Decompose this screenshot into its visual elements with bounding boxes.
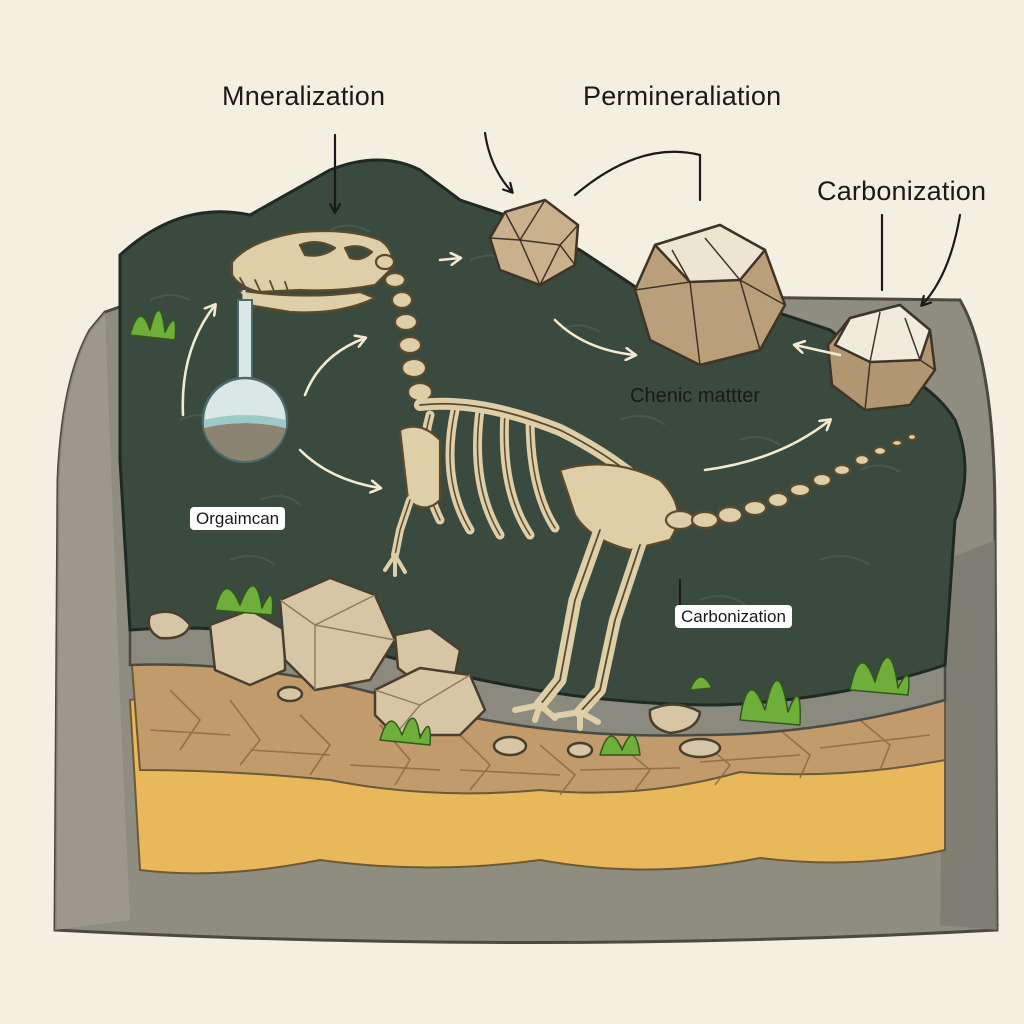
process-arrows bbox=[181, 258, 842, 488]
label-mineralization: Mneralization bbox=[222, 81, 386, 111]
rock-icon-right bbox=[826, 303, 937, 412]
matrix-texture bbox=[149, 224, 901, 606]
label-organic: Orgaimcan bbox=[190, 507, 286, 530]
label-permineralization: Permineraliation bbox=[583, 81, 782, 111]
rock-front-face bbox=[55, 312, 130, 930]
ground-rocks bbox=[147, 576, 722, 759]
label-carbonization-top: Carbonization bbox=[817, 176, 987, 206]
annotation-arrows bbox=[335, 131, 962, 607]
flask-icon bbox=[201, 290, 289, 464]
sediment-cracks bbox=[149, 689, 931, 796]
neck-vertebrae bbox=[374, 253, 434, 403]
arrow-carbonization-curve bbox=[922, 213, 962, 305]
right-foot bbox=[552, 709, 601, 731]
rock-icon-small bbox=[488, 198, 580, 287]
rock-icon-large bbox=[633, 223, 787, 367]
jaw bbox=[236, 288, 377, 314]
tail-vertebrae bbox=[664, 432, 918, 531]
rock-right-face bbox=[940, 540, 997, 930]
label-carbonization-bottom: Carbonization bbox=[675, 605, 792, 628]
dinosaur-skeleton-icon bbox=[230, 229, 918, 731]
shoulder-blade bbox=[398, 425, 442, 509]
arrow-permineralization-curve bbox=[483, 131, 512, 192]
label-chemic-matter: Chenic mattter bbox=[630, 385, 761, 407]
grass-icon bbox=[129, 309, 910, 756]
arrow-top-loop bbox=[573, 150, 702, 202]
